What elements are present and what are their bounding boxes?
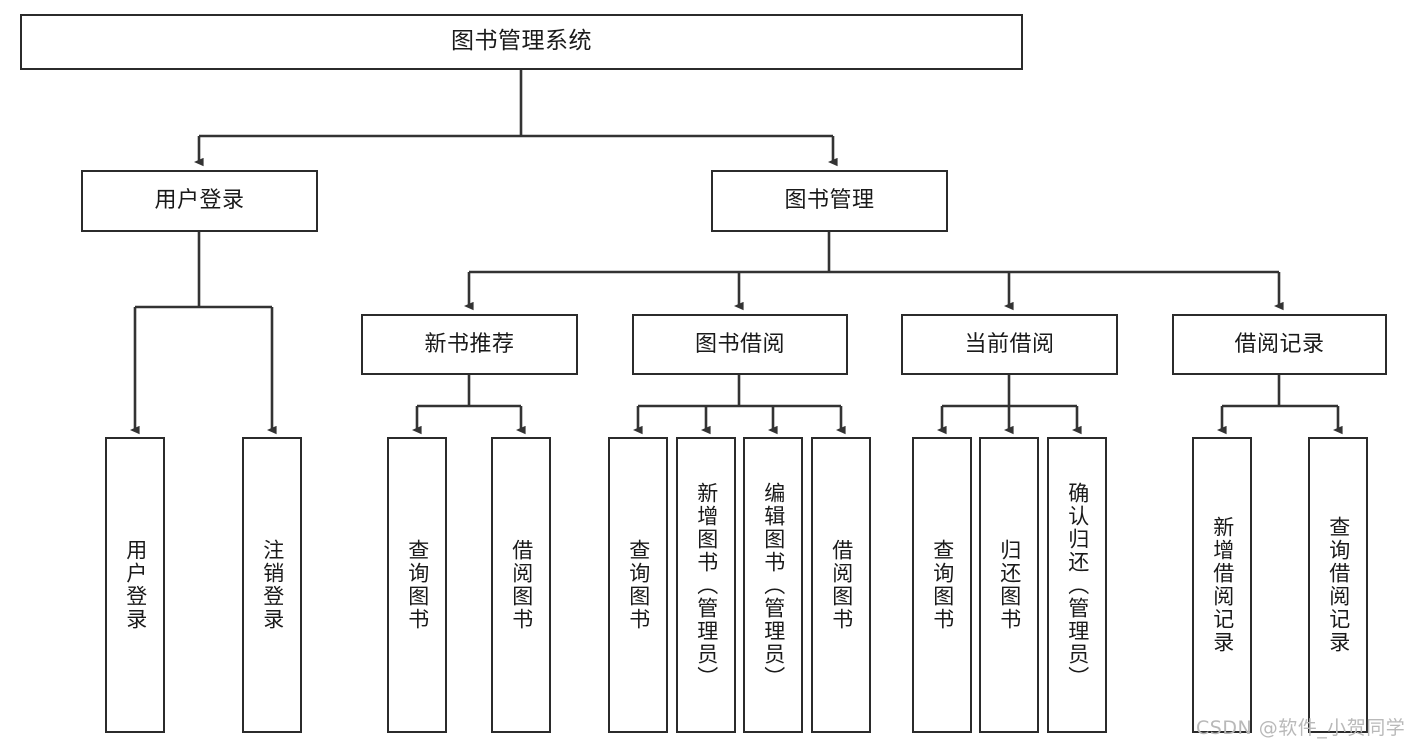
node-root-book-management-system[interactable]: 图书管理系统 [20,14,1023,70]
node-current-borrow[interactable]: 当前借阅 [901,314,1118,375]
leaf-book-borrow-edit-book-admin[interactable]: 编辑图书（管理员） [743,437,803,733]
node-label: 图书管理系统 [451,28,592,55]
leaf-borrow-record-query-record[interactable]: 查询借阅记录 [1308,437,1368,733]
node-label: 图书借阅 [694,331,785,357]
node-book-management[interactable]: 图书管理 [711,170,948,232]
node-book-borrow[interactable]: 图书借阅 [632,314,848,375]
leaf-book-borrow-borrow-book[interactable]: 借阅图书 [811,437,871,733]
node-label: 归还图书 [997,539,1022,631]
leaf-new-book-query-book[interactable]: 查询图书 [387,437,447,733]
leaf-book-borrow-add-book-admin[interactable]: 新增图书（管理员） [676,437,736,733]
node-label: 查询图书 [405,539,430,631]
leaf-new-book-borrow-book[interactable]: 借阅图书 [491,437,551,733]
node-new-book-recommend[interactable]: 新书推荐 [361,314,578,375]
node-label: 查询图书 [626,539,651,631]
node-label: 新书推荐 [424,331,515,357]
leaf-current-borrow-return-book[interactable]: 归还图书 [979,437,1039,733]
node-label: 借阅图书 [829,539,854,631]
node-label: 查询图书 [930,539,955,631]
leaf-borrow-record-add-record[interactable]: 新增借阅记录 [1192,437,1252,733]
leaf-user-login-logout[interactable]: 注销登录 [242,437,302,733]
node-label: 用户登录 [154,188,245,214]
node-label: 新增借阅记录 [1210,516,1235,654]
node-user-login[interactable]: 用户登录 [81,170,318,232]
node-label: 确认归还（管理员） [1065,481,1090,689]
leaf-current-borrow-confirm-return-admin[interactable]: 确认归还（管理员） [1047,437,1107,733]
csdn-watermark: CSDN @软件_小贺同学 [1196,717,1405,739]
node-label: 借阅记录 [1234,331,1325,357]
node-label: 编辑图书（管理员） [761,481,786,689]
leaf-book-borrow-query-book[interactable]: 查询图书 [608,437,668,733]
node-label: 借阅图书 [509,539,534,631]
node-label: 图书管理 [784,188,875,214]
node-label: 当前借阅 [964,331,1055,357]
node-label: 注销登录 [260,539,285,631]
node-label: 新增图书（管理员） [694,481,719,689]
node-borrow-record[interactable]: 借阅记录 [1172,314,1387,375]
leaf-current-borrow-query-book[interactable]: 查询图书 [912,437,972,733]
node-label: 用户登录 [123,539,148,631]
leaf-user-login-login[interactable]: 用户登录 [105,437,165,733]
node-label: 查询借阅记录 [1326,516,1351,654]
